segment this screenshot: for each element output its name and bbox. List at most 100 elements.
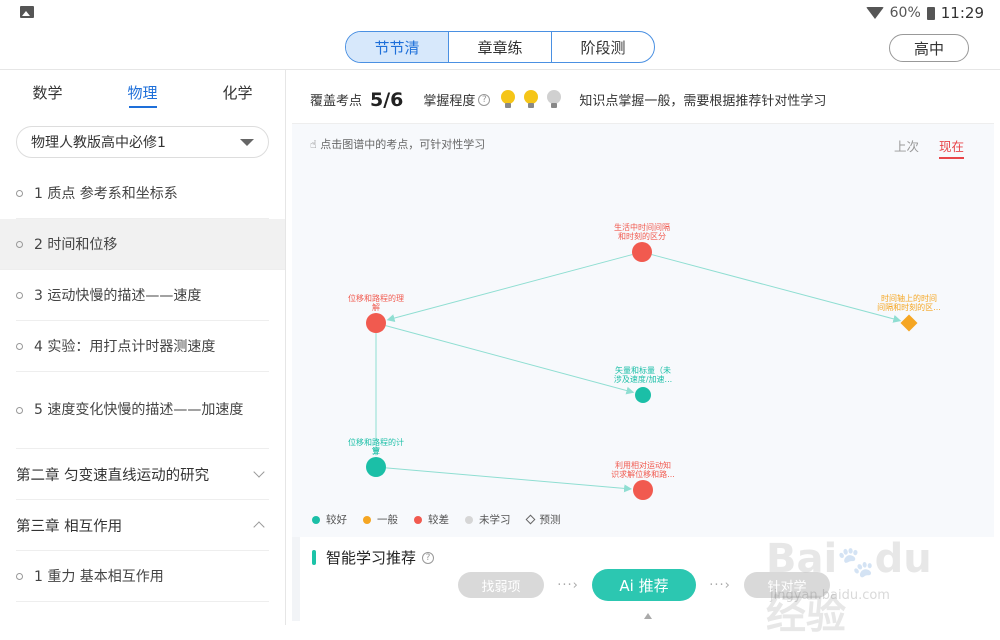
list-item[interactable]: 3 运动快慢的描述——速度 — [16, 270, 269, 321]
mode-segmented-control: 节节清 章章练 阶段测 — [345, 31, 655, 63]
chapter-heading[interactable]: 第二章 匀变速直线运动的研究 — [16, 449, 269, 500]
bullet-icon — [16, 573, 23, 580]
graph-node[interactable] — [366, 457, 386, 477]
toggle-current[interactable]: 现在 — [938, 136, 964, 159]
list-item-label: 5 速度变化快慢的描述——加速度 — [34, 402, 244, 418]
mastery-summary: 覆盖考点 5/6 掌握程度 ? 知识点掌握一般，需要根据推荐针对性学习 — [292, 76, 994, 124]
watermark: Bai🐾du经验 jingyan.baidu.com — [760, 516, 970, 638]
graph-node-label: 矢量和标量（未 — [615, 365, 671, 375]
chevron-up-icon — [253, 521, 265, 533]
mastery-label: 掌握程度 — [423, 94, 476, 109]
caret-up-icon — [644, 613, 652, 619]
tab-zhangzhanglian[interactable]: 章章练 — [449, 32, 552, 62]
clock: 11:29 — [940, 4, 984, 22]
battery-icon — [926, 6, 935, 20]
status-right: 60% 11:29 — [865, 4, 984, 22]
graph-edge — [385, 467, 633, 493]
grade-button[interactable]: 高中 — [889, 34, 969, 62]
knowledge-map: ☝ 点击图谱中的考点，可针对性学习 上次 现在 生活中时间间隔和时刻的区分位移和… — [292, 124, 994, 537]
status-bar: 60% 11:29 — [0, 0, 1000, 26]
list-item-selected[interactable]: 2 时间和位移 — [0, 219, 285, 270]
legend-poor: 较差 — [414, 512, 449, 527]
list-item-label: 1 重力 基本相互作用 — [34, 569, 164, 585]
list-item[interactable]: 5 速度变化快慢的描述——加速度 — [16, 372, 269, 449]
top-header: 节节清 章章练 阶段测 高中 — [0, 26, 1000, 70]
wifi-icon — [865, 7, 884, 19]
graph-node[interactable] — [900, 314, 918, 332]
list-item-label: 3 运动快慢的描述——速度 — [34, 288, 202, 304]
chapter-list: 1 质点 参考系和坐标系 2 时间和位移 3 运动快慢的描述——速度 4 实验：… — [0, 168, 285, 602]
recommend-title: 智能学习推荐 ? — [312, 547, 444, 568]
map-hint-text: 点击图谱中的考点，可针对性学习 — [320, 138, 486, 151]
graph-node-label: 位移和路程的计 — [348, 437, 404, 447]
map-legend: 较好 一般 较差 未学习 预测 — [312, 512, 561, 527]
tab-chemistry[interactable]: 化学 — [222, 83, 253, 102]
bullet-icon — [16, 343, 23, 350]
graph-node-label: 解 — [372, 302, 380, 312]
toggle-previous[interactable]: 上次 — [893, 139, 919, 154]
main-panel: 覆盖考点 5/6 掌握程度 ? 知识点掌握一般，需要根据推荐针对性学习 ☝ 点击… — [292, 76, 994, 621]
bullet-icon — [16, 190, 23, 197]
graph-node[interactable] — [633, 480, 653, 500]
legend-predict: 预测 — [525, 512, 561, 527]
list-item-label: 4 实验：用打点计时器测速度 — [34, 339, 216, 355]
list-item-label: 2 时间和位移 — [34, 237, 118, 253]
graph-edge — [385, 325, 635, 395]
graph-node-label: 间隔和时刻的区... — [877, 302, 941, 312]
bulb-icon — [546, 90, 562, 109]
tab-jiejieqing[interactable]: 节节清 — [346, 32, 449, 62]
list-item[interactable]: 1 质点 参考系和坐标系 — [16, 168, 269, 219]
subject-tabs: 数学 物理 化学 — [0, 70, 285, 114]
textbook-select-value: 物理人教版高中必修1 — [31, 135, 166, 151]
targeted-study-step[interactable]: 针对学 — [744, 572, 830, 598]
chevron-down-icon — [253, 466, 265, 478]
bulb-icon — [523, 90, 539, 109]
chapter-heading-label: 第二章 匀变速直线运动的研究 — [16, 467, 210, 484]
legend-good: 较好 — [312, 512, 347, 527]
graph-node[interactable] — [635, 387, 651, 403]
compare-toggle: 上次 现在 — [894, 136, 964, 159]
arrow-right-icon: ···› — [557, 577, 579, 593]
graph-node-label: 算 — [372, 446, 380, 456]
watermark-url: jingyan.baidu.com — [770, 588, 890, 603]
graph-node[interactable] — [366, 313, 386, 333]
list-item-label: 1 质点 参考系和坐标系 — [34, 186, 178, 202]
chapter-heading[interactable]: 第三章 相互作用 — [16, 500, 269, 551]
textbook-select[interactable]: 物理人教版高中必修1 — [16, 126, 269, 158]
bullet-icon — [16, 241, 23, 248]
bullet-icon — [16, 407, 23, 414]
chapter-heading-label: 第三章 相互作用 — [16, 518, 123, 535]
tab-physics[interactable]: 物理 — [95, 70, 190, 114]
bulb-icon — [500, 90, 516, 109]
graph-node-label: 生活中时间间隔 — [614, 222, 670, 232]
tab-jieduance[interactable]: 阶段测 — [580, 38, 626, 57]
graph-node-label: 利用相对运动知 — [615, 460, 671, 470]
battery-percent: 60% — [889, 5, 921, 21]
help-icon[interactable]: ? — [478, 93, 491, 106]
legend-average: 一般 — [363, 512, 398, 527]
smart-recommend: 智能学习推荐 ? 找弱项 ···› Ai 推荐 ···› 针对学 — [300, 537, 994, 621]
mastery-message: 知识点掌握一般，需要根据推荐针对性学习 — [579, 94, 827, 109]
gallery-icon — [20, 6, 34, 18]
hand-pointer-icon: ☝ — [310, 138, 317, 151]
find-weakness-step[interactable]: 找弱项 — [458, 572, 544, 598]
graph-node-label: 和时刻的区分 — [618, 231, 666, 241]
help-icon[interactable]: ? — [422, 551, 435, 564]
coverage-value: 5/6 — [370, 88, 404, 111]
ai-recommend-step[interactable]: Ai 推荐 — [592, 569, 696, 601]
bullet-icon — [16, 292, 23, 299]
map-hint: ☝ 点击图谱中的考点，可针对性学习 — [310, 136, 485, 152]
graph-node-label: 涉及速度/加速... — [614, 374, 672, 384]
graph-node-label: 识求解位移和路... — [611, 469, 675, 479]
chevron-down-icon — [240, 138, 254, 146]
list-item[interactable]: 4 实验：用打点计时器测速度 — [16, 321, 269, 372]
graph-edge — [386, 254, 633, 322]
graph-node-label: 时间轴上的时间 — [881, 293, 937, 303]
tab-math[interactable]: 数学 — [32, 83, 63, 102]
graph-node-label: 位移和路程的理 — [348, 293, 404, 303]
list-item[interactable]: 1 重力 基本相互作用 — [16, 551, 269, 602]
graph-node[interactable] — [632, 242, 652, 262]
recommend-steps: 找弱项 ···› Ai 推荐 ···› 针对学 — [458, 569, 830, 601]
legend-unlearned: 未学习 — [465, 512, 511, 527]
